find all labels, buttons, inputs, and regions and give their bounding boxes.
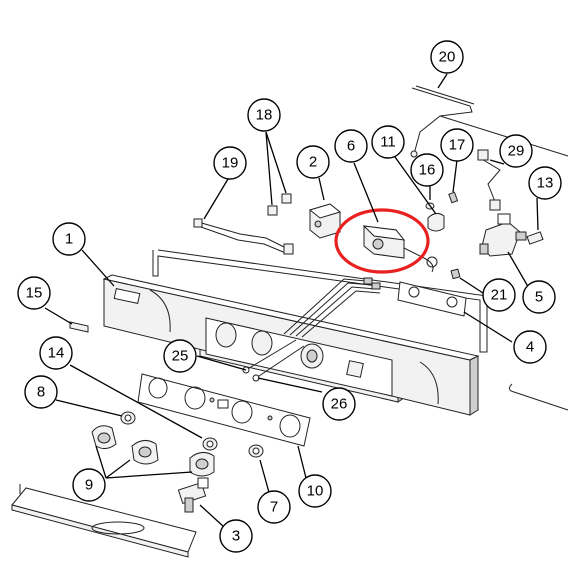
leader-lines [44, 73, 539, 528]
label-plate [69, 321, 89, 333]
callout-label-10: 10 [307, 483, 324, 500]
callout-label-21: 21 [491, 287, 508, 304]
callout-17: 17 [440, 128, 474, 162]
callout-label-20: 20 [439, 49, 456, 66]
callout-21: 21 [482, 278, 516, 312]
callout-10: 10 [298, 474, 332, 508]
knob-mounting-plate [137, 373, 311, 447]
callout-label-13: 13 [537, 175, 554, 192]
callout-label-25: 25 [172, 348, 189, 365]
callout-label-7: 7 [270, 499, 278, 516]
callout-label-14: 14 [48, 345, 65, 362]
callout-18: 18 [247, 98, 281, 132]
callout-label-26: 26 [331, 396, 348, 413]
nut-parts [120, 411, 264, 458]
callout-26: 26 [322, 387, 356, 421]
highlight-ring [334, 208, 430, 274]
callout-6: 6 [334, 129, 368, 163]
bottom-trim-strip [11, 484, 197, 558]
control-knobs [91, 425, 215, 477]
part-11 [427, 212, 445, 232]
callout-8: 8 [24, 375, 58, 409]
callout-label-8: 8 [37, 384, 45, 401]
callout-16: 16 [410, 153, 444, 187]
valve-spindle [177, 477, 209, 513]
callout-13: 13 [528, 166, 562, 200]
terminal-connectors [267, 193, 292, 216]
callout-label-6: 6 [347, 138, 355, 155]
long-tube-20 [410, 85, 569, 158]
callout-label-18: 18 [256, 107, 273, 124]
callout-label-1: 1 [65, 231, 73, 248]
callout-9: 9 [72, 468, 106, 502]
callout-14: 14 [39, 336, 73, 370]
callout-19: 19 [213, 146, 247, 180]
wire-harness [283, 277, 381, 338]
callout-7: 7 [257, 490, 291, 524]
callout-1: 1 [52, 222, 86, 256]
pipe-29 [477, 149, 501, 211]
callout-29: 29 [499, 134, 533, 168]
callout-label-29: 29 [508, 143, 525, 160]
bracket-4 [397, 281, 467, 317]
callout-label-4: 4 [526, 339, 534, 356]
callout-label-9: 9 [85, 477, 93, 494]
callout-label-2: 2 [309, 154, 317, 171]
console-panel [102, 274, 480, 416]
side-rod [508, 383, 569, 411]
callout-15: 15 [17, 276, 51, 310]
callout-5: 5 [522, 280, 556, 314]
switch-block [308, 203, 342, 239]
screw-21 [450, 268, 461, 280]
callout-label-16: 16 [419, 162, 436, 179]
callout-2: 2 [296, 145, 330, 179]
callout-3: 3 [219, 519, 253, 553]
callout-11: 11 [371, 125, 405, 159]
thermostat-part-6 [362, 225, 438, 273]
callout-label-15: 15 [26, 285, 43, 302]
callout-label-11: 11 [380, 134, 396, 151]
part-13 [526, 231, 544, 245]
wiring-harness-19 [193, 218, 294, 255]
callout-label-5: 5 [535, 289, 543, 306]
callout-label-17: 17 [449, 137, 466, 154]
callout-20: 20 [430, 40, 464, 74]
tube-parts [242, 339, 305, 382]
callout-label-3: 3 [232, 528, 240, 545]
callout-25: 25 [163, 339, 197, 373]
valve-assembly-5 [479, 213, 527, 257]
back-guide-frame [152, 249, 488, 353]
callout-label-19: 19 [222, 155, 239, 172]
callout-4: 4 [513, 330, 547, 364]
